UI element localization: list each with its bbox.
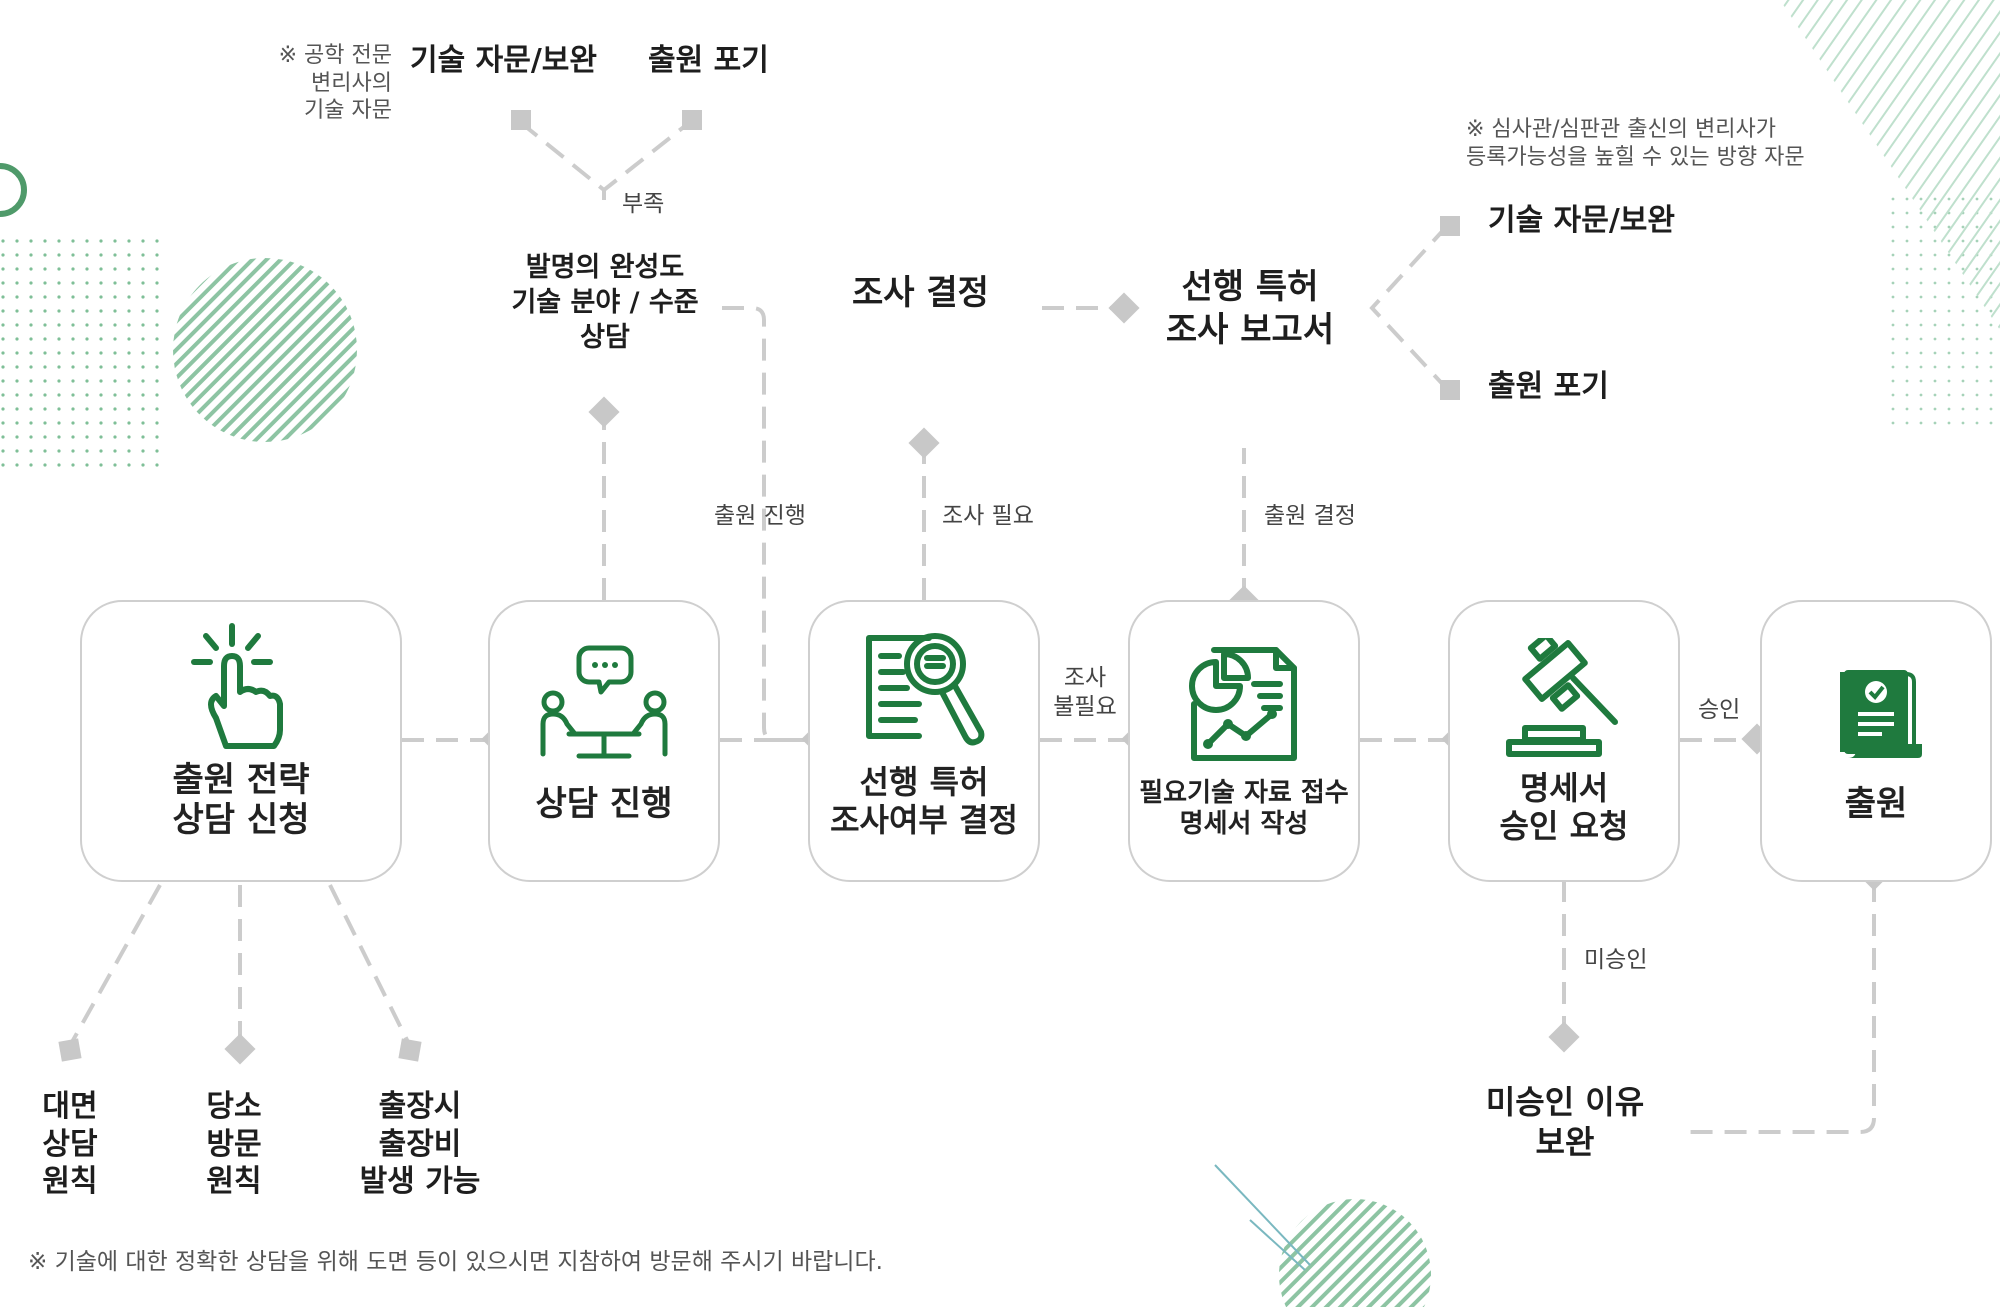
step-consult: 상담 진행 — [488, 600, 720, 882]
step-title: 출원 전략 상담 신청 — [82, 760, 400, 840]
report-option-abandon: 출원 포기 — [1488, 368, 1609, 406]
approved-label: 승인 — [1698, 696, 1740, 725]
step-approval: 명세서 승인 요청 — [1448, 600, 1680, 882]
method-visit: 당소 방문 원칙 — [184, 1088, 284, 1201]
rejected-label: 미승인 — [1584, 946, 1647, 975]
striped-circle-decoration-bottom — [1279, 1199, 1431, 1307]
certificate-icon — [1826, 662, 1926, 762]
step-apply: 출원 전략 상담 신청 — [80, 600, 402, 882]
chart-report-icon — [1184, 644, 1304, 764]
footer-note: ※ 기술에 대한 정확한 상담을 위해 도면 등이 있으시면 지참하여 방문해 … — [28, 1248, 883, 1277]
step-title: 출원 — [1762, 784, 1990, 824]
completeness-label: 발명의 완성도 기술 분야 / 수준 상담 — [490, 250, 720, 355]
connector-diamond — [1108, 292, 1139, 323]
connector-square — [1440, 380, 1460, 400]
step-search: 선행 특허 조사여부 결정 — [808, 600, 1040, 882]
consult-option-abandon: 출원 포기 — [648, 42, 769, 80]
connector-square — [682, 110, 702, 130]
connector-square — [511, 110, 531, 130]
ring-decoration — [0, 166, 24, 214]
consult-note: ※ 공학 전문 변리사의 기술 자문 — [268, 42, 392, 125]
proceed-label: 출원 진행 — [714, 502, 806, 531]
document-search-icon — [859, 624, 989, 754]
file-decision-label: 출원 결정 — [1264, 502, 1356, 531]
gavel-icon — [1499, 638, 1629, 758]
rejected-reason-label: 미승인 이유 보완 — [1460, 1082, 1670, 1162]
striped-circle-decoration — [173, 258, 357, 442]
dot-grid-decoration — [0, 235, 160, 475]
shortage-label: 부족 — [622, 190, 664, 219]
tap-hand-icon — [186, 622, 296, 752]
method-face-to-face: 대면 상담 원칙 — [20, 1088, 120, 1201]
search-report-label: 선행 특허 조사 보고서 — [1150, 266, 1350, 351]
step-draft: 필요기술 자료 접수 명세서 작성 — [1128, 600, 1360, 882]
meeting-icon — [539, 642, 669, 762]
connector-diamond — [1548, 1021, 1579, 1052]
connector-diamond — [588, 396, 619, 427]
report-option-advice: 기술 자문/보완 — [1488, 202, 1675, 240]
step-title: 명세서 승인 요청 — [1450, 770, 1678, 846]
step-title: 선행 특허 조사여부 결정 — [810, 764, 1038, 840]
method-business-trip: 출장시 출장비 발생 가능 — [340, 1088, 500, 1201]
connector-diamond — [908, 427, 939, 458]
step-title: 상담 진행 — [490, 784, 718, 824]
search-not-needed-label: 조사 불필요 — [1040, 664, 1130, 722]
search-decision-label: 조사 결정 — [852, 272, 989, 315]
step-file: 출원 — [1760, 600, 1992, 882]
step-title: 필요기술 자료 접수 명세서 작성 — [1130, 778, 1358, 839]
connector-square — [1440, 216, 1460, 236]
consult-option-advice: 기술 자문/보완 — [410, 42, 597, 80]
connector-square — [58, 1038, 81, 1061]
search-needed-label: 조사 필요 — [942, 502, 1034, 531]
connector-diamond — [224, 1033, 255, 1064]
connector-square — [398, 1038, 421, 1061]
report-note: ※ 심사관/심판관 출신의 변리사가 등록가능성을 높힐 수 있는 방향 자문 — [1466, 116, 1805, 171]
